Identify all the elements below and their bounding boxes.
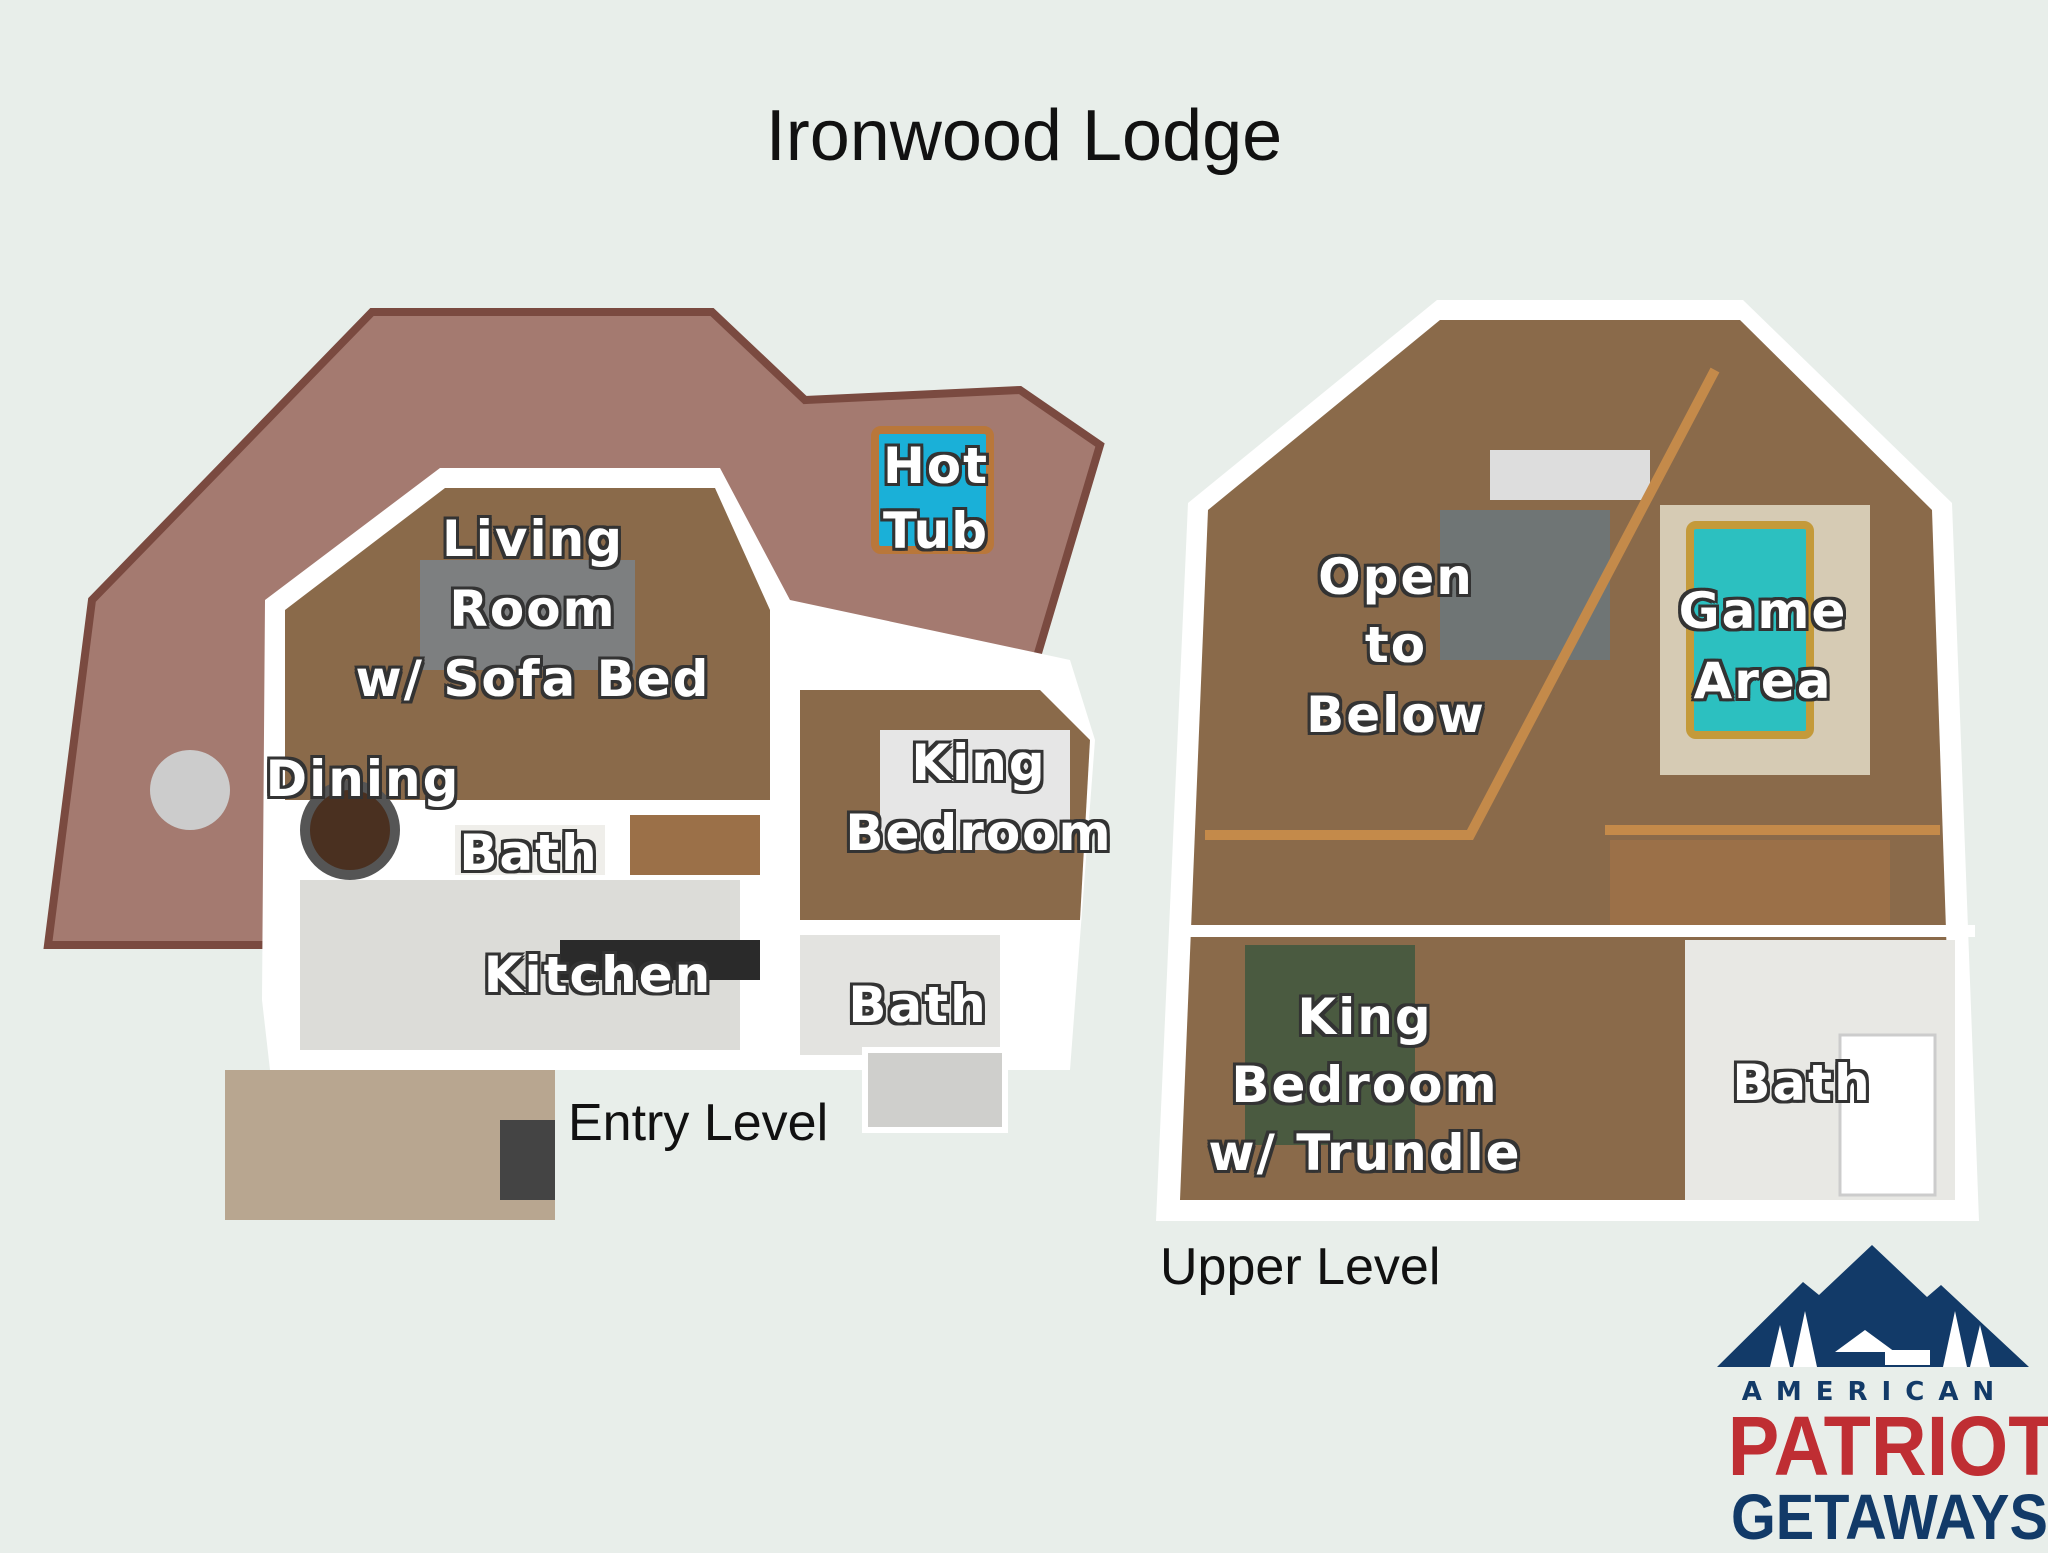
tub xyxy=(1838,1033,1937,1197)
entry-level-plan xyxy=(43,308,1105,1220)
room-label-hot-tub: Tub xyxy=(883,502,989,560)
upper-level-label: Upper Level xyxy=(1160,1238,1441,1296)
room-label-dining: Dining xyxy=(265,750,461,808)
room-label-king-bedroom-upper: King xyxy=(1297,988,1433,1046)
room-label-game-area: Game xyxy=(1678,582,1848,640)
room-label-open-below: to xyxy=(1364,616,1428,674)
upper-stairs xyxy=(1610,840,1890,925)
room-label-king-bedroom: King xyxy=(911,734,1047,792)
room-label-king-bedroom-upper: w/ Trundle xyxy=(1208,1124,1522,1182)
room-label-living: w/ Sofa Bed xyxy=(355,650,711,708)
upper-level-plan xyxy=(1156,300,1979,1221)
room-label-living: Living xyxy=(441,510,625,568)
bed xyxy=(880,730,1070,850)
pool-table xyxy=(1686,521,1814,739)
page-title: Ironwood Lodge xyxy=(765,96,1283,176)
hot-tub xyxy=(871,426,994,554)
logo-patriot: PATRIOT xyxy=(1727,1399,2048,1493)
mountain-cabin-icon xyxy=(1717,1245,2029,1367)
room-label-kitchen: Kitchen xyxy=(483,946,713,1004)
stairs xyxy=(630,815,760,875)
railing xyxy=(1205,367,1720,840)
bath1-floor xyxy=(455,825,605,875)
room-label-bath: Bath xyxy=(848,976,988,1034)
kitchen-counter xyxy=(560,940,760,980)
room-label-open-below: Open xyxy=(1318,548,1474,606)
dining-table xyxy=(300,780,400,880)
porch-mat xyxy=(500,1120,555,1200)
sofa xyxy=(1490,450,1650,500)
room-label-king-bedroom: Bedroom xyxy=(845,804,1113,862)
deck-table xyxy=(150,750,230,830)
bath2-floor xyxy=(800,935,1000,1055)
room-label-king-bedroom-upper: Bedroom xyxy=(1231,1056,1499,1114)
entry-level-label: Entry Level xyxy=(568,1094,829,1152)
open-rug xyxy=(1440,510,1610,660)
room-label-bath: Bath xyxy=(459,824,599,882)
bed-upper xyxy=(1245,945,1415,1145)
living-rug xyxy=(420,560,635,670)
logo-getaways: GETAWAYS xyxy=(1731,1481,2048,1553)
room-label-game-area: Area xyxy=(1693,652,1833,710)
room-label-hot-tub: Hot xyxy=(882,437,990,495)
logo-american: AMERICAN xyxy=(1741,1377,2009,1407)
room-label-living: Room xyxy=(449,580,617,638)
room-label-bath-upper: Bath xyxy=(1732,1054,1872,1112)
room-label-open-below: Below xyxy=(1306,686,1486,744)
hall-wall xyxy=(1175,925,1975,937)
american-patriot-getaways-logo: AMERICAN PATRIOT GETAWAYS xyxy=(1715,1245,2048,1553)
shower xyxy=(862,1047,1008,1133)
